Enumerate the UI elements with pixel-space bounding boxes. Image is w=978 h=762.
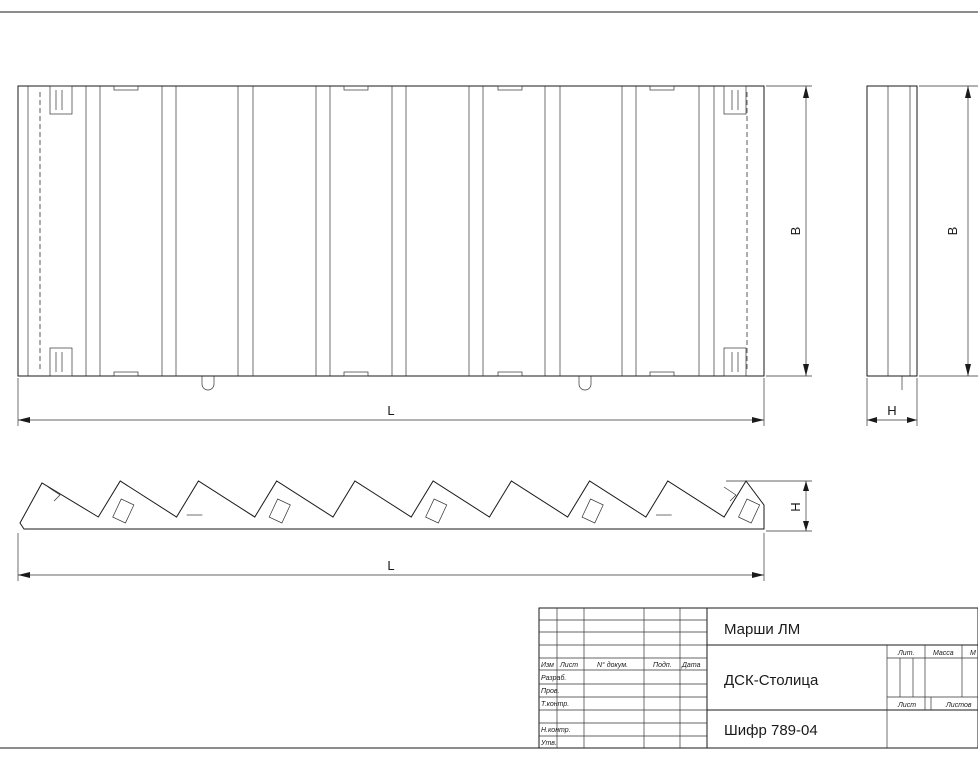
profile-view: [19, 480, 765, 530]
embedded-plate-top: [649, 85, 675, 91]
dimension-side-height: B: [919, 85, 978, 377]
embedded-detail: [425, 498, 448, 524]
end-detail-left: [47, 486, 61, 502]
header-sheets: Листов: [945, 702, 972, 709]
dim-label-side-width: H: [887, 403, 896, 418]
dim-label-profile-height: H: [788, 502, 803, 511]
header-scale: М: [970, 650, 976, 657]
embedded-plates: [113, 85, 675, 377]
embedded-detail: [581, 498, 604, 524]
dim-label-profile-length: L: [387, 558, 394, 573]
header-lit: Лит.: [897, 650, 914, 657]
role-approved: Утв.: [540, 740, 557, 747]
title-block: Изм Лист N° докум. Подп. Дата Разраб. Пр…: [538, 607, 978, 749]
front-view-divisions: [27, 86, 715, 376]
dimension-side-width: H: [866, 378, 918, 426]
role-norm-control: Н.контр.: [541, 727, 571, 734]
embedded-detail: [738, 498, 761, 524]
drawing-code: Шифр 789-04: [724, 722, 818, 739]
dim-label-side-height: B: [945, 227, 960, 236]
role-tech-control: Т.контр.: [541, 701, 569, 708]
front-view: [17, 85, 765, 391]
embedded-plate-bottom: [343, 371, 369, 377]
embedded-plate-top: [497, 85, 523, 91]
corner-brackets: [49, 85, 747, 377]
dim-label-front-height: B: [788, 227, 803, 236]
dimension-profile-length: L: [17, 533, 765, 581]
end-detail-right: [723, 486, 737, 502]
dimension-profile-height: H: [726, 480, 812, 532]
header-mass: Масса: [933, 650, 954, 657]
embedded-detail: [268, 498, 291, 524]
embedded-plate-top: [113, 85, 139, 91]
header-doc: N° докум.: [597, 661, 628, 669]
title-block-grid: [539, 608, 978, 748]
embedded-plate-bottom: [649, 371, 675, 377]
header-izm: Изм: [541, 662, 554, 669]
embedded-plate-top: [343, 85, 369, 91]
dim-label-front-length: L: [387, 403, 394, 418]
profile-details: [47, 486, 761, 524]
drawing-title: Марши ЛМ: [724, 621, 800, 638]
embedded-detail: [112, 498, 135, 524]
header-sheet: Лист: [897, 702, 916, 709]
organization-name: ДСК-Столица: [724, 672, 819, 689]
role-checker: Пров.: [541, 688, 560, 695]
embedded-plate-bottom: [497, 371, 523, 377]
side-view: [866, 85, 918, 390]
drawing-frame: [0, 11, 978, 749]
role-developer: Разраб.: [541, 674, 566, 682]
lifting-loop-left: [201, 376, 215, 391]
dimension-front-length: L: [17, 378, 765, 426]
dimension-front-height: B: [766, 85, 812, 377]
lifting-loop-right: [578, 376, 592, 391]
header-sign: Подп.: [653, 661, 672, 669]
header-list: Лист: [559, 662, 578, 669]
header-date: Дата: [681, 662, 701, 669]
embedded-plate-bottom: [113, 371, 139, 377]
